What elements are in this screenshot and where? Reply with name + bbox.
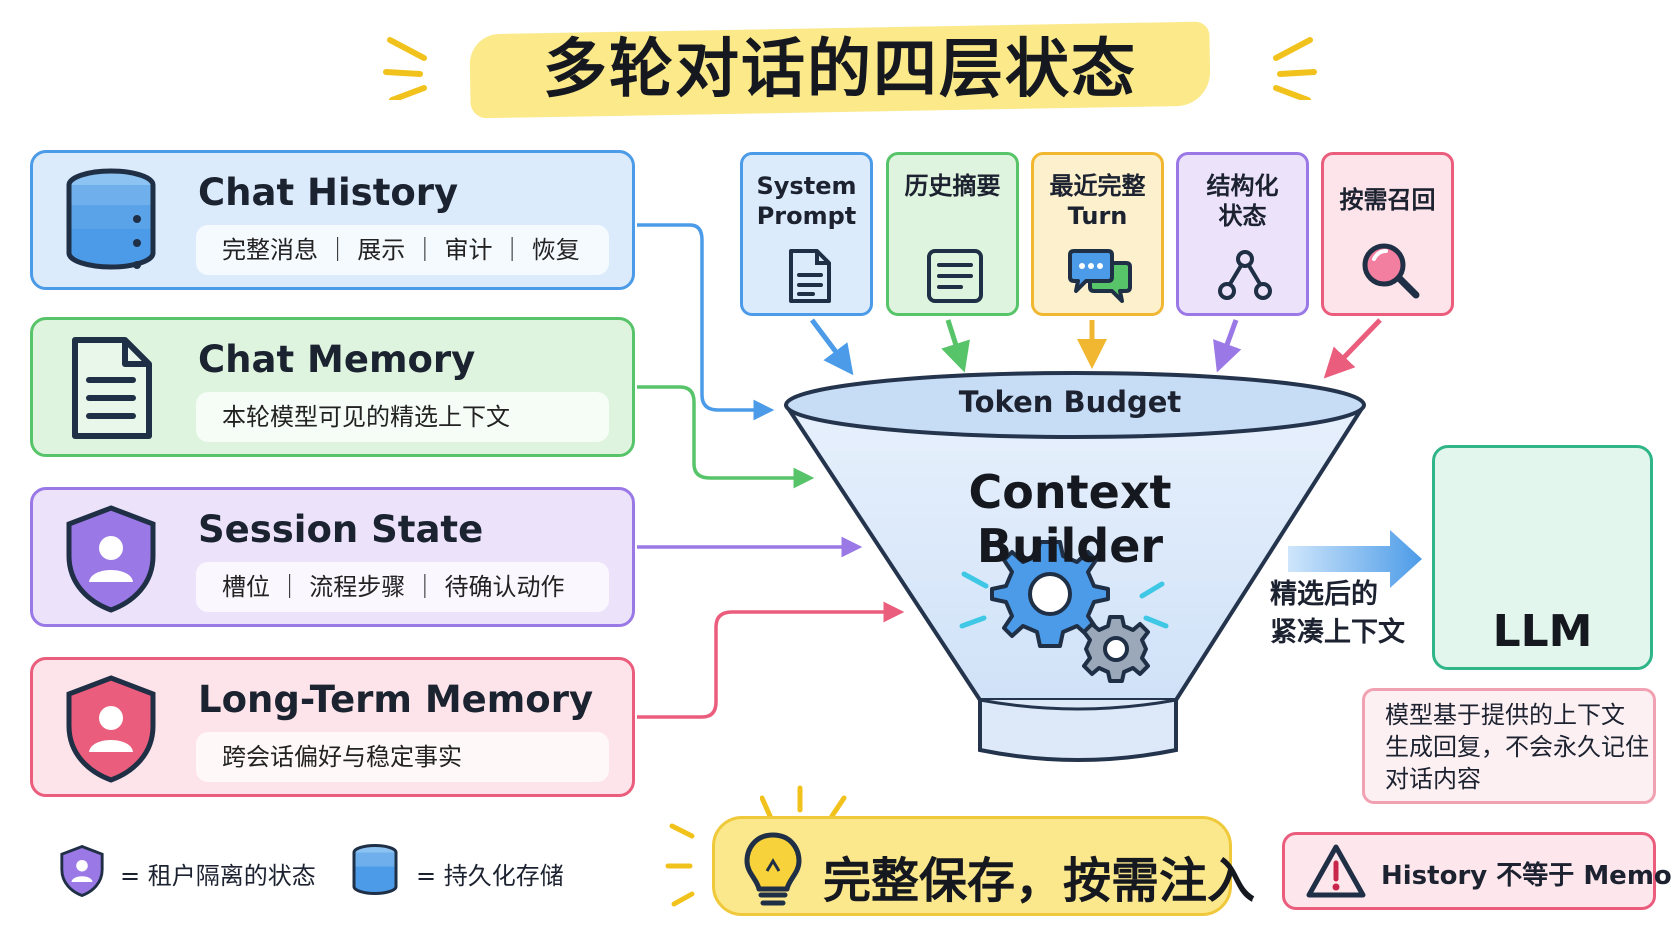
gear-sparks-icon <box>959 571 1169 629</box>
layer-chat-history: Chat History 完整消息 ｜ 展示 ｜ 审计 ｜ 恢复 <box>30 150 635 290</box>
connector-chat-memory <box>637 385 815 489</box>
input-structured-state: 结构化 状态 <box>1176 152 1309 316</box>
arrow-history-summary <box>941 319 970 373</box>
legend-item-persistent: = 持久化存储 <box>350 842 610 902</box>
layer-title: Long-Term Memory <box>198 678 594 721</box>
slogan-box: 完整保存，按需注入 <box>712 816 1255 916</box>
legend-text: = 租户隔离的状态 <box>120 862 316 890</box>
layer-description: 槽位 ｜ 流程步骤 ｜ 待确认动作 <box>196 562 609 612</box>
funnel-spout <box>978 700 1178 762</box>
input-system-prompt: System Prompt <box>740 152 873 316</box>
llm-box: LLM <box>1432 445 1653 670</box>
chat-bubbles-icon <box>1068 249 1132 303</box>
layer-description: 跨会话偏好与稳定事实 <box>196 732 609 782</box>
shield-user-icon <box>60 844 104 898</box>
connector-long-term-memory <box>637 601 905 719</box>
layer-description: 本轮模型可见的精选上下文 <box>196 392 609 442</box>
llm-label: LLM <box>1492 606 1593 657</box>
layer-chat-memory: Chat Memory 本轮模型可见的精选上下文 <box>30 317 635 457</box>
layer-title: Chat History <box>198 171 459 214</box>
shield-user-icon <box>66 675 156 783</box>
shield-user-icon <box>66 505 156 613</box>
lightbulb-icon <box>744 832 802 906</box>
layer-title: Session State <box>198 508 484 551</box>
output-context-label: 精选后的 紧凑上下文 <box>1270 579 1405 648</box>
warning-box: History 不等于 Memory <box>1282 832 1672 910</box>
search-icon <box>1362 243 1420 299</box>
slogan-sparkle-icon <box>665 823 695 907</box>
title-sparkle-left-icon <box>383 37 427 100</box>
document-icon <box>72 337 152 439</box>
slogan-text: 完整保存，按需注入 <box>823 853 1256 909</box>
legend-text: = 持久化存储 <box>416 862 564 890</box>
arrow-system-prompt <box>810 318 854 376</box>
chip-label: System Prompt <box>756 172 857 230</box>
llm-note: 模型基于提供的上下文 生成回复，不会永久记住 对话内容 <box>1362 688 1656 804</box>
warning-icon <box>1306 844 1366 898</box>
gear-large-icon <box>990 540 1110 648</box>
token-budget-label: Token Budget <box>958 385 1182 419</box>
context-builder-label: Context Builder <box>968 465 1172 573</box>
chip-label: 最近完整 Turn <box>1049 172 1146 230</box>
chip-label: 结构化 状态 <box>1206 172 1279 230</box>
output-arrow <box>1288 530 1422 588</box>
database-icon <box>66 168 156 270</box>
funnel-rim <box>784 371 1366 439</box>
legend-item-tenant: = 租户隔离的状态 <box>58 842 358 902</box>
document-icon <box>789 249 831 303</box>
layer-session-state: Session State 槽位 ｜ 流程步骤 ｜ 待确认动作 <box>30 487 635 627</box>
bulb-rays-icon <box>760 785 847 819</box>
layer-title: Chat Memory <box>198 338 476 381</box>
layer-description: 完整消息 ｜ 展示 ｜ 审计 ｜ 恢复 <box>196 225 609 275</box>
arrow-structured-state <box>1213 319 1242 373</box>
arrow-on-demand-recall <box>1323 318 1382 379</box>
page-title: 多轮对话的四层状态 <box>543 33 1137 107</box>
list-icon <box>927 249 983 303</box>
input-recent-turn: 最近完整 Turn <box>1031 152 1164 316</box>
input-history-summary: 历史摘要 <box>886 152 1019 316</box>
graph-icon <box>1218 250 1272 300</box>
input-on-demand-recall: 按需召回 <box>1321 152 1454 316</box>
gear-small-icon <box>1082 615 1150 683</box>
database-icon <box>352 844 398 895</box>
layer-long-term-memory: Long-Term Memory 跨会话偏好与稳定事实 <box>30 657 635 797</box>
warning-text: History 不等于 Memory <box>1381 861 1672 891</box>
chip-label: 按需召回 <box>1339 186 1436 214</box>
connector-chat-history <box>637 223 775 421</box>
chip-label: 历史摘要 <box>904 172 1001 200</box>
title-sparkle-right-icon <box>1273 37 1317 100</box>
